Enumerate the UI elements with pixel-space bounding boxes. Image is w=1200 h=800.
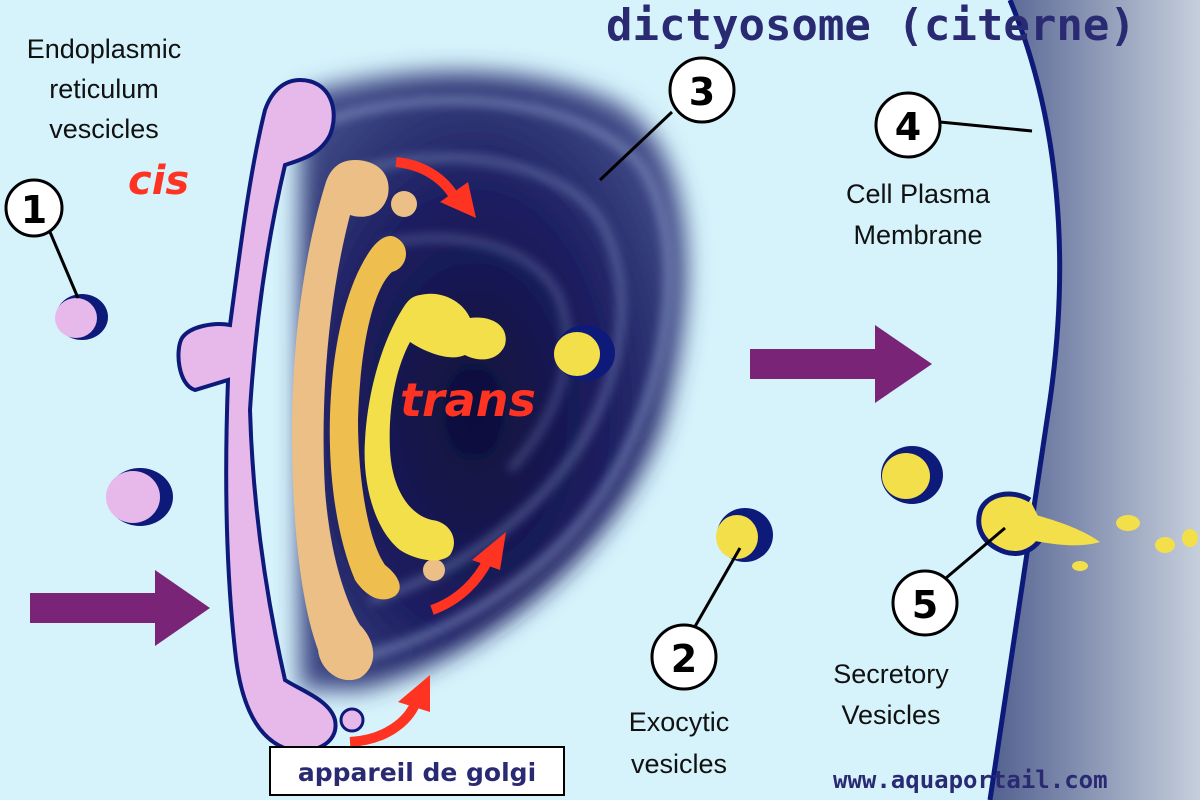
golgi-label: appareil de golgi xyxy=(298,758,536,787)
marker-1-number: 1 xyxy=(21,188,47,232)
small-er-vesicle xyxy=(339,707,365,733)
fusing-vesicle xyxy=(976,491,1048,556)
er-vesicle-top xyxy=(55,294,108,340)
golgi-ring-middle xyxy=(348,153,626,605)
er-vesicles-label-line1: Endoplasmic xyxy=(27,34,182,64)
golgi-ring-inner xyxy=(379,234,571,473)
released-droplet-3 xyxy=(1182,529,1198,547)
membrane-outline xyxy=(987,0,1063,800)
plasma-membrane-label-line1: Cell Plasma xyxy=(846,179,991,209)
leader-line-2 xyxy=(691,547,742,631)
leader-line-3 xyxy=(598,110,674,182)
golgi-ring-outer xyxy=(328,95,674,665)
marker-2: 2 xyxy=(650,623,718,691)
trans-label: trans xyxy=(400,373,536,427)
er-vesicles-label-line3: vescicles xyxy=(49,114,159,144)
medial-cisterna xyxy=(329,191,445,600)
released-droplet-4 xyxy=(1072,561,1088,571)
golgi-vesicle xyxy=(554,325,615,381)
red-arrow-top xyxy=(395,157,476,218)
marker-2-number: 2 xyxy=(671,637,697,681)
marker-3-number: 3 xyxy=(689,70,715,114)
purple-arrow-right xyxy=(750,325,932,403)
er-vesicles-label-line2: reticulum xyxy=(49,74,159,104)
secretory-label-line1: Secretory xyxy=(833,659,949,689)
exocytic-label-line2: vesicles xyxy=(631,749,727,779)
er-vesicle-bottom xyxy=(106,468,173,526)
medial-lower-vesicle xyxy=(423,559,445,581)
golgi-label-box: appareil de golgi xyxy=(269,746,565,796)
released-droplet-2 xyxy=(1155,537,1175,553)
cis-cisterna xyxy=(292,160,389,681)
released-droplet-1 xyxy=(1116,515,1140,531)
diagram-title: dictyosome (citerne) xyxy=(606,0,1136,51)
flow-arrows xyxy=(349,157,506,747)
medial-budding-vesicle xyxy=(391,191,417,217)
marker-1: 1 xyxy=(4,178,64,238)
cis-cisterna-shape xyxy=(292,160,389,681)
secretory-vesicle xyxy=(881,446,943,504)
marker-5: 5 xyxy=(891,569,959,637)
red-arrow-bottom xyxy=(349,675,430,747)
marker-5-number: 5 xyxy=(912,583,938,627)
red-arrow-middle xyxy=(430,532,506,615)
secretory-label-line2: Vesicles xyxy=(841,700,940,730)
exocytic-vesicle xyxy=(716,508,773,562)
marker-4: 4 xyxy=(874,91,942,159)
exocytosis xyxy=(976,491,1198,571)
vesicles xyxy=(55,294,943,733)
plasma-membrane-label-line2: Membrane xyxy=(853,220,982,250)
plasma-membrane xyxy=(987,0,1200,800)
purple-arrow-left xyxy=(30,570,210,646)
exocytic-label-line1: Exocytic xyxy=(629,707,730,737)
leader-lines xyxy=(48,110,1033,631)
release-stream xyxy=(1025,512,1100,546)
leader-line-1 xyxy=(48,231,80,299)
membrane-body xyxy=(990,0,1200,800)
cis-label: cis xyxy=(128,158,189,204)
trans-cisterna-shape xyxy=(364,293,506,561)
trans-cisterna xyxy=(364,293,506,561)
website-label: www.aquaportail.com xyxy=(833,766,1108,794)
medial-cisterna-shape xyxy=(329,236,407,600)
marker-4-number: 4 xyxy=(895,105,921,149)
leader-line-5 xyxy=(945,526,1006,580)
leader-line-4 xyxy=(939,120,1033,133)
marker-3: 3 xyxy=(668,56,736,124)
purple-arrows xyxy=(30,325,932,646)
